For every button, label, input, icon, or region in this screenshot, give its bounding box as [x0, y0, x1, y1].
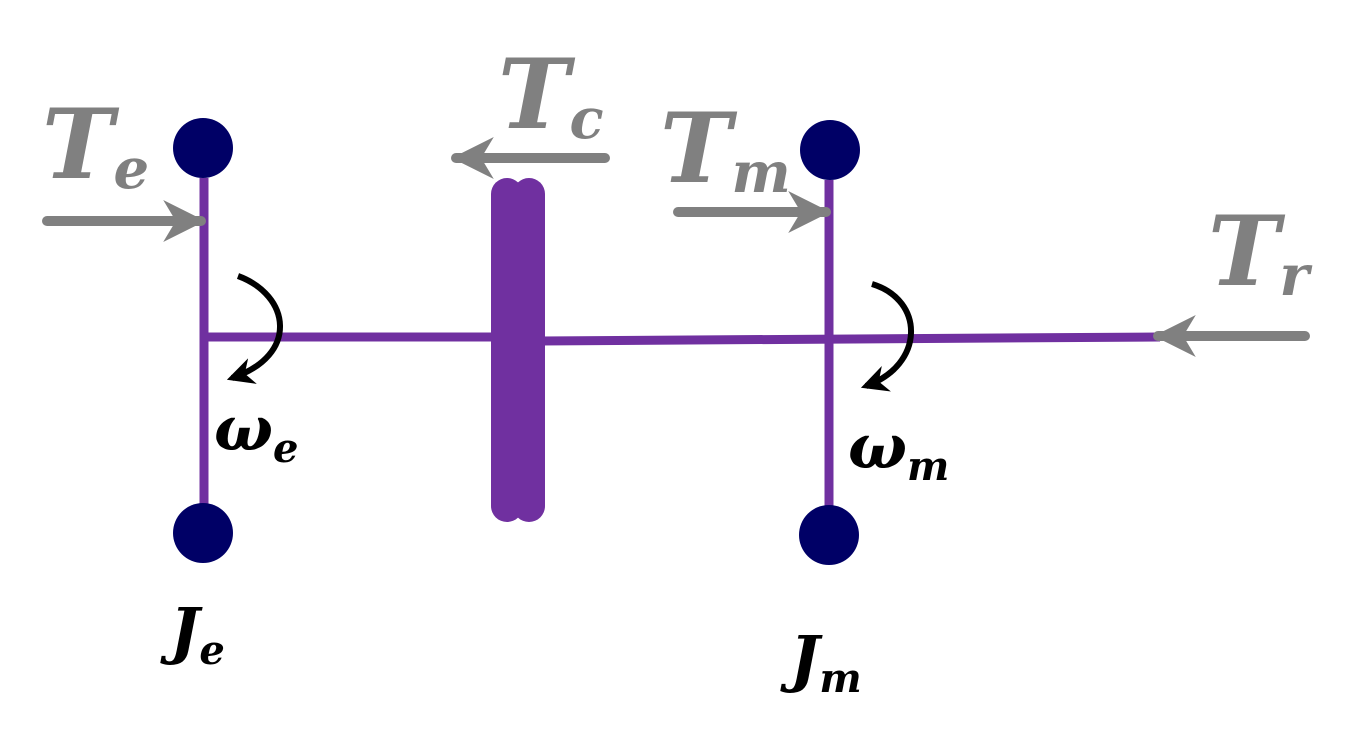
tm-label: Tm	[660, 92, 791, 206]
engine-mass-top	[173, 118, 233, 178]
clutch	[491, 178, 545, 522]
motor-mass-bottom	[799, 505, 859, 565]
jm-label: Jm	[780, 622, 862, 702]
omega-e-label: ωe	[214, 392, 299, 472]
tr-label: Tr	[1208, 195, 1312, 309]
te-label: Te	[42, 88, 149, 202]
omega-e-rotation-arrow	[226, 273, 283, 384]
tc-label: Tc	[498, 38, 604, 152]
motor-mass-top	[800, 120, 860, 180]
je-label: Je	[160, 594, 225, 674]
omega-m-rotation-arrow	[860, 281, 914, 392]
shaft-right	[539, 332, 1161, 346]
engine-mass-bottom	[173, 503, 233, 563]
omega-m-label: ωm	[848, 410, 949, 490]
